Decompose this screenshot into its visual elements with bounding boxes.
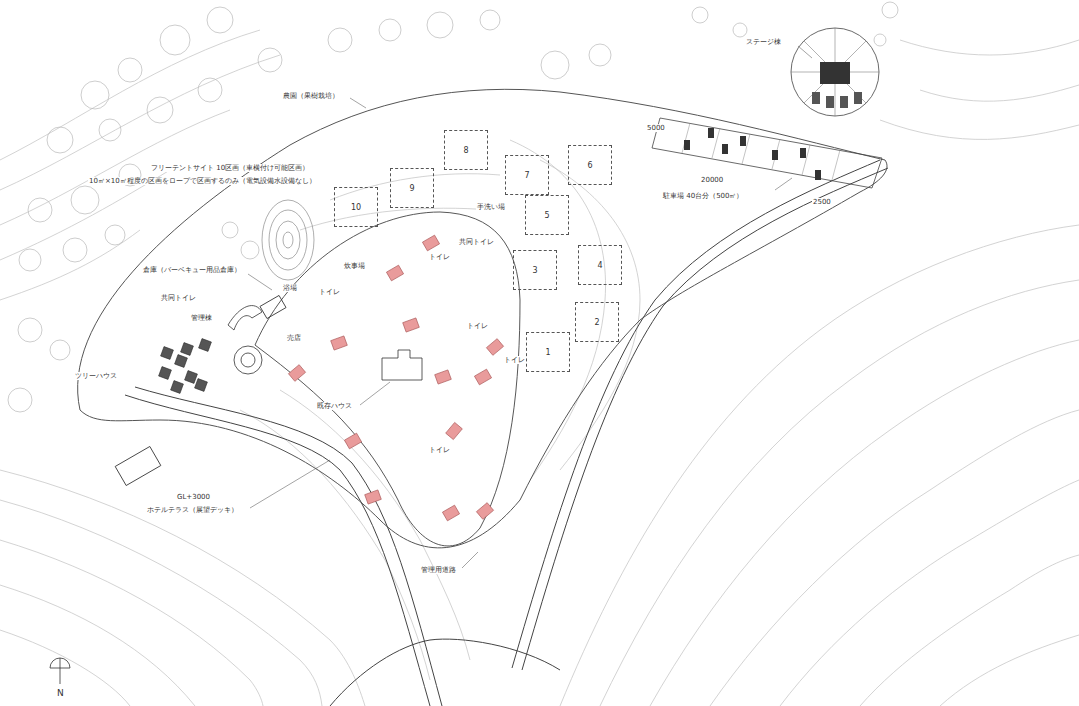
map-label: ホテルテラス（展望デッキ） [146, 506, 239, 514]
roads [125, 160, 888, 706]
map-label: 共同トイレ [458, 238, 495, 246]
plot-number: 2 [594, 318, 599, 327]
map-label: フリーテントサイト 10区画（車横付け可能区画） [150, 164, 310, 172]
plot-number: 4 [597, 261, 602, 270]
map-label: 炊事場 [343, 262, 366, 270]
tent-plot: 2 [575, 302, 619, 342]
tent-plot: 9 [390, 168, 434, 208]
map-label: トイレ [318, 288, 341, 296]
map-label: 10㎡×10㎡程度の区画をロープで区画するのみ（電気設備水設備なし） [88, 177, 317, 185]
map-label: 20000 [700, 176, 724, 184]
map-label: トイレ [428, 446, 451, 454]
inner-path [255, 212, 520, 546]
tent-plot: 10 [334, 187, 378, 227]
parking [652, 118, 882, 188]
trees [8, 2, 898, 412]
spiral-mound [262, 200, 314, 280]
contour-lines [0, 30, 1079, 706]
map-label: 5000 [646, 124, 666, 132]
map-label: ステージ棟 [745, 38, 782, 46]
map-label: 農園（果樹栽培） [282, 92, 340, 100]
tent-plot: 4 [578, 245, 622, 285]
stage-building [791, 28, 879, 116]
cabins [159, 339, 212, 394]
tents [288, 235, 503, 521]
tent-plot: 7 [505, 155, 549, 195]
map-label: 駐車場 40台分（500㎡） [662, 192, 745, 200]
site-boundary [78, 89, 887, 548]
map-label: 管理棟 [190, 314, 213, 322]
map-label: GL+3000 [176, 493, 211, 501]
tent-plot: 5 [525, 195, 569, 235]
map-label: 既存ハウス [316, 402, 353, 410]
plot-number: 8 [463, 146, 468, 155]
plot-number: 7 [524, 171, 529, 180]
plot-number: 10 [351, 203, 361, 212]
tent-plot: 8 [444, 130, 488, 170]
plot-number: 3 [532, 266, 537, 275]
plot-number: 9 [409, 184, 414, 193]
map-label: 浴場 [282, 284, 298, 292]
map-label: 手洗い場 [476, 203, 506, 211]
map-label: 共同トイレ [160, 294, 197, 302]
plot-number: 1 [545, 348, 550, 357]
map-label: トイレ [428, 253, 451, 261]
plot-number: 6 [587, 161, 592, 170]
tent-plot: 3 [513, 250, 557, 290]
map-label: トイレ [466, 322, 489, 330]
map-label: N [56, 688, 65, 698]
map-label: 管理用道路 [420, 566, 457, 574]
buildings [115, 295, 422, 485]
map-label: 倉庫（バーベキュー用品倉庫） [142, 266, 242, 274]
plot-number: 5 [544, 211, 549, 220]
map-label: トイレ [503, 356, 526, 364]
tent-plot: 6 [568, 145, 612, 185]
map-label: ツリーハウス [74, 372, 118, 380]
map-label: 売店 [286, 334, 302, 342]
leader-lines [248, 46, 812, 568]
tent-plot: 1 [526, 332, 570, 372]
map-label: 2500 [812, 198, 832, 206]
north-arrow [50, 658, 70, 684]
